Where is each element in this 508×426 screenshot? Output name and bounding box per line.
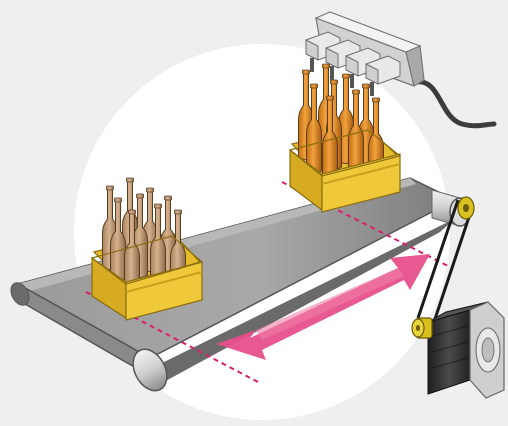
- motor-pulley: [412, 318, 432, 338]
- roller-pulley: [458, 197, 474, 219]
- dispenser-cable: [416, 82, 494, 126]
